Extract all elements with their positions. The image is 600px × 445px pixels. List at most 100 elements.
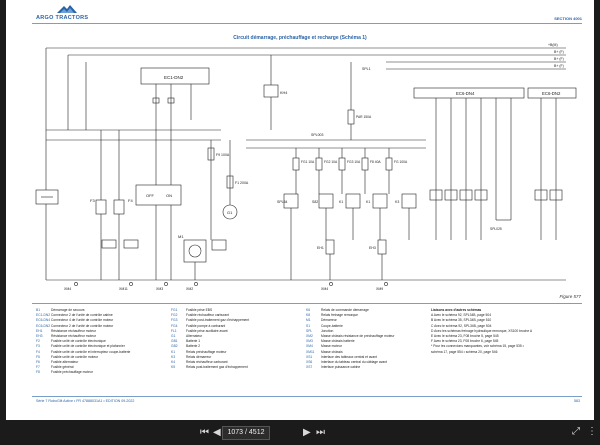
svg-text:F3: F3: [90, 198, 95, 203]
liaison-row: D Avec les schémas freinage hydraulique …: [431, 328, 533, 333]
svg-text:SPL003: SPL003: [311, 133, 324, 137]
heater-eh1: [325, 239, 335, 255]
battery-gb1: [35, 189, 59, 205]
svg-text:XM11: XM11: [119, 287, 128, 291]
liaisons-title: Liaisons avec d'autres schémas: [431, 308, 482, 312]
svg-text:K3: K3: [395, 200, 399, 204]
liaison-row: A Avec le schéma 92, SPL34B, page 504: [431, 313, 492, 318]
svg-text:K1: K1: [366, 200, 370, 204]
svg-text:F9 100A: F9 100A: [216, 153, 230, 157]
document-page: ARGO TRACTORS SECTION 4001 Circuit démar…: [6, 0, 594, 420]
svg-text:FG1 10A: FG1 10A: [301, 160, 315, 164]
ec6-dn4-box: [413, 87, 525, 99]
relay-kh4: [263, 84, 279, 98]
footer-rule: [32, 396, 582, 397]
ec6-dn2-box: [527, 87, 577, 99]
svg-text:B+ (F): B+ (F): [554, 64, 564, 68]
ecu-components: [429, 189, 563, 201]
liaison-row: schéma 17, page 554 • schéma 20, page 54…: [431, 349, 498, 354]
liaison-row: * Pour les connexions manquantes, voir s…: [431, 344, 524, 349]
svg-text:FG 100A: FG 100A: [394, 160, 408, 164]
svg-text:XM4: XM4: [64, 287, 71, 291]
svg-text:S82: S82: [312, 200, 318, 204]
footer-text: Série 7 RoboGlit Active • FR 47888031A1 …: [36, 399, 135, 403]
svg-text:F1 200A: F1 200A: [235, 181, 249, 185]
liaison-row: E Avec le schéma 23, F08 broche 5, page …: [431, 334, 499, 339]
svg-text:XM2: XM2: [186, 287, 193, 291]
prev-page-icon[interactable]: ◀: [213, 427, 221, 438]
next-page-icon[interactable]: ▶: [303, 427, 311, 438]
svg-text:G1: G1: [227, 210, 233, 215]
legend-row: EC6-DN2Connecteur 2 de l'unité de contrô…: [36, 323, 114, 328]
svg-text:SPL1: SPL1: [362, 67, 371, 71]
svg-text:FG2 10A: FG2 10A: [324, 160, 338, 164]
figure-label: Figure 577: [559, 294, 581, 299]
wiring-diagram: EC1-DN2 OFF ON F3 F4 M1: [35, 43, 577, 291]
liaison-row: F Avec le schéma 23, F08 broche 6, page …: [431, 339, 499, 344]
last-page-icon[interactable]: ⏭: [316, 427, 325, 438]
svg-text:FG3 10A: FG3 10A: [347, 160, 361, 164]
ec1-dn2-label: EC1-DN2: [164, 75, 184, 80]
section-label: SECTION 4001: [554, 16, 582, 21]
header-rule: [32, 23, 582, 24]
page-title: Circuit démarrage, préchauffage et recha…: [233, 35, 367, 41]
fit-page-icon[interactable]: ⤢: [572, 426, 580, 437]
svg-text:XM4: XM4: [321, 287, 328, 291]
page-number: 583: [574, 399, 580, 403]
svg-text:B+ (F): B+ (F): [554, 57, 564, 61]
svg-text:SPL54: SPL54: [277, 200, 288, 204]
svg-text:OFF: OFF: [146, 193, 155, 198]
svg-text:SPL025: SPL025: [490, 227, 502, 231]
more-options-icon[interactable]: ⋮: [587, 426, 597, 437]
svg-text:B+ (F): B+ (F): [554, 50, 564, 54]
svg-text:EH3: EH3: [369, 246, 376, 250]
first-page-icon[interactable]: ⏮: [200, 427, 209, 438]
svg-text:+B(M): +B(M): [548, 43, 558, 47]
legend-row: EC1-DN2Connecteur 2 de l'unité de contrô…: [36, 313, 113, 318]
starter-m1: [183, 239, 207, 263]
logo-mark-icon: [57, 5, 77, 13]
ground-points: [74, 282, 388, 286]
svg-text:K1: K1: [339, 200, 343, 204]
svg-text:EC6-DN2: EC6-DN2: [542, 91, 561, 96]
svg-text:PAR 150A: PAR 150A: [356, 115, 372, 119]
pdf-viewer-toolbar: ⏮ ◀ 1073 / 4512 ▶ ⏭ ⤢ ⋮: [0, 420, 600, 445]
svg-text:EC6-DN4: EC6-DN4: [456, 91, 475, 96]
svg-text:ON: ON: [166, 193, 172, 198]
logo-text: ARGO TRACTORS: [36, 15, 89, 21]
ignition-switch: [135, 184, 182, 206]
svg-text:M1: M1: [178, 234, 184, 239]
svg-text:F4: F4: [128, 198, 133, 203]
legend-row: EC6-DN4Connecteur 4 de l'unité de contrô…: [36, 318, 114, 323]
page-input[interactable]: 1073 / 4512: [222, 426, 270, 440]
